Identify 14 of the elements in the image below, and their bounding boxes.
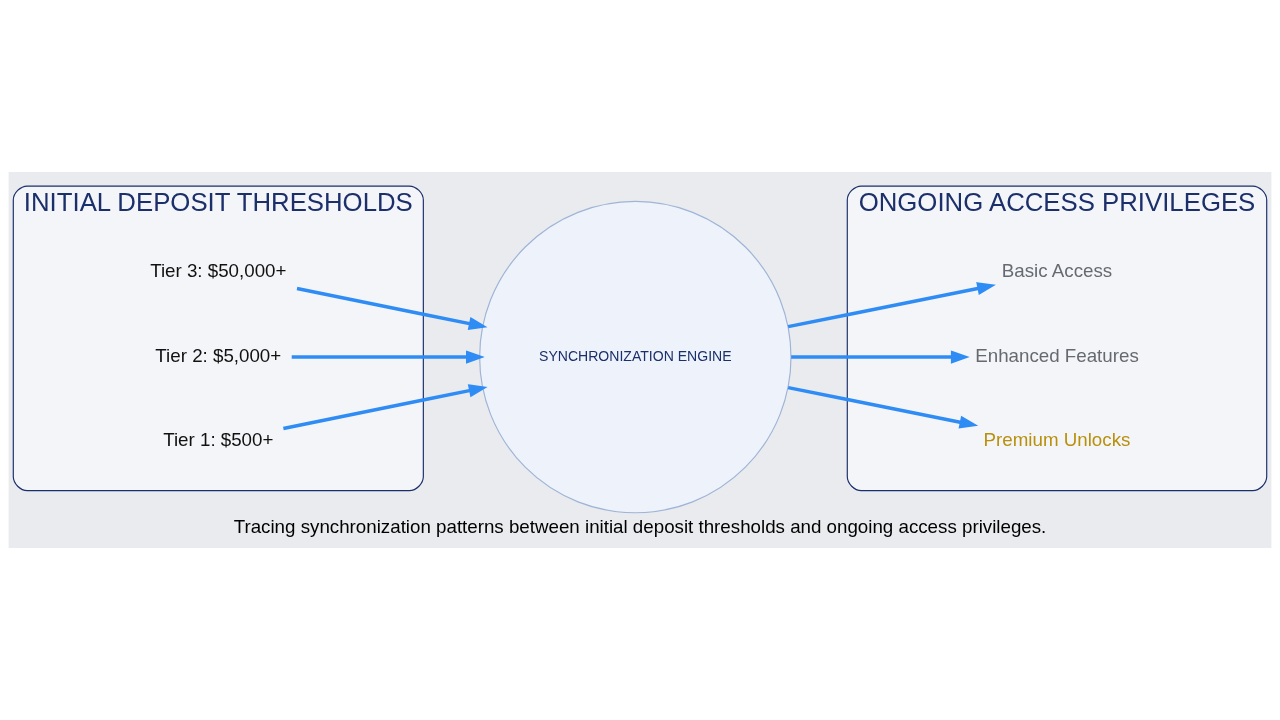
arrow	[291, 350, 485, 364]
arrow	[787, 385, 979, 429]
node-text: Tier 3: $50,000+	[150, 260, 287, 282]
node-text: Basic Access	[1001, 260, 1113, 282]
arrow	[787, 282, 996, 329]
caption: Tracing synchronization patterns between initial deposit thresholds and ongoing access privileges.	[233, 515, 1047, 537]
node-text: Tier 1: $500+	[163, 428, 274, 450]
arrow	[791, 350, 970, 364]
node-text: Enhanced Features	[975, 344, 1139, 366]
arrow	[296, 286, 488, 330]
node-text: Premium Unlocks	[983, 428, 1131, 450]
arrow	[283, 384, 488, 431]
node-text: Tier 2: $5,000+	[155, 344, 282, 366]
node-circle: SYNCHRONIZATION ENGINE	[479, 200, 792, 514]
